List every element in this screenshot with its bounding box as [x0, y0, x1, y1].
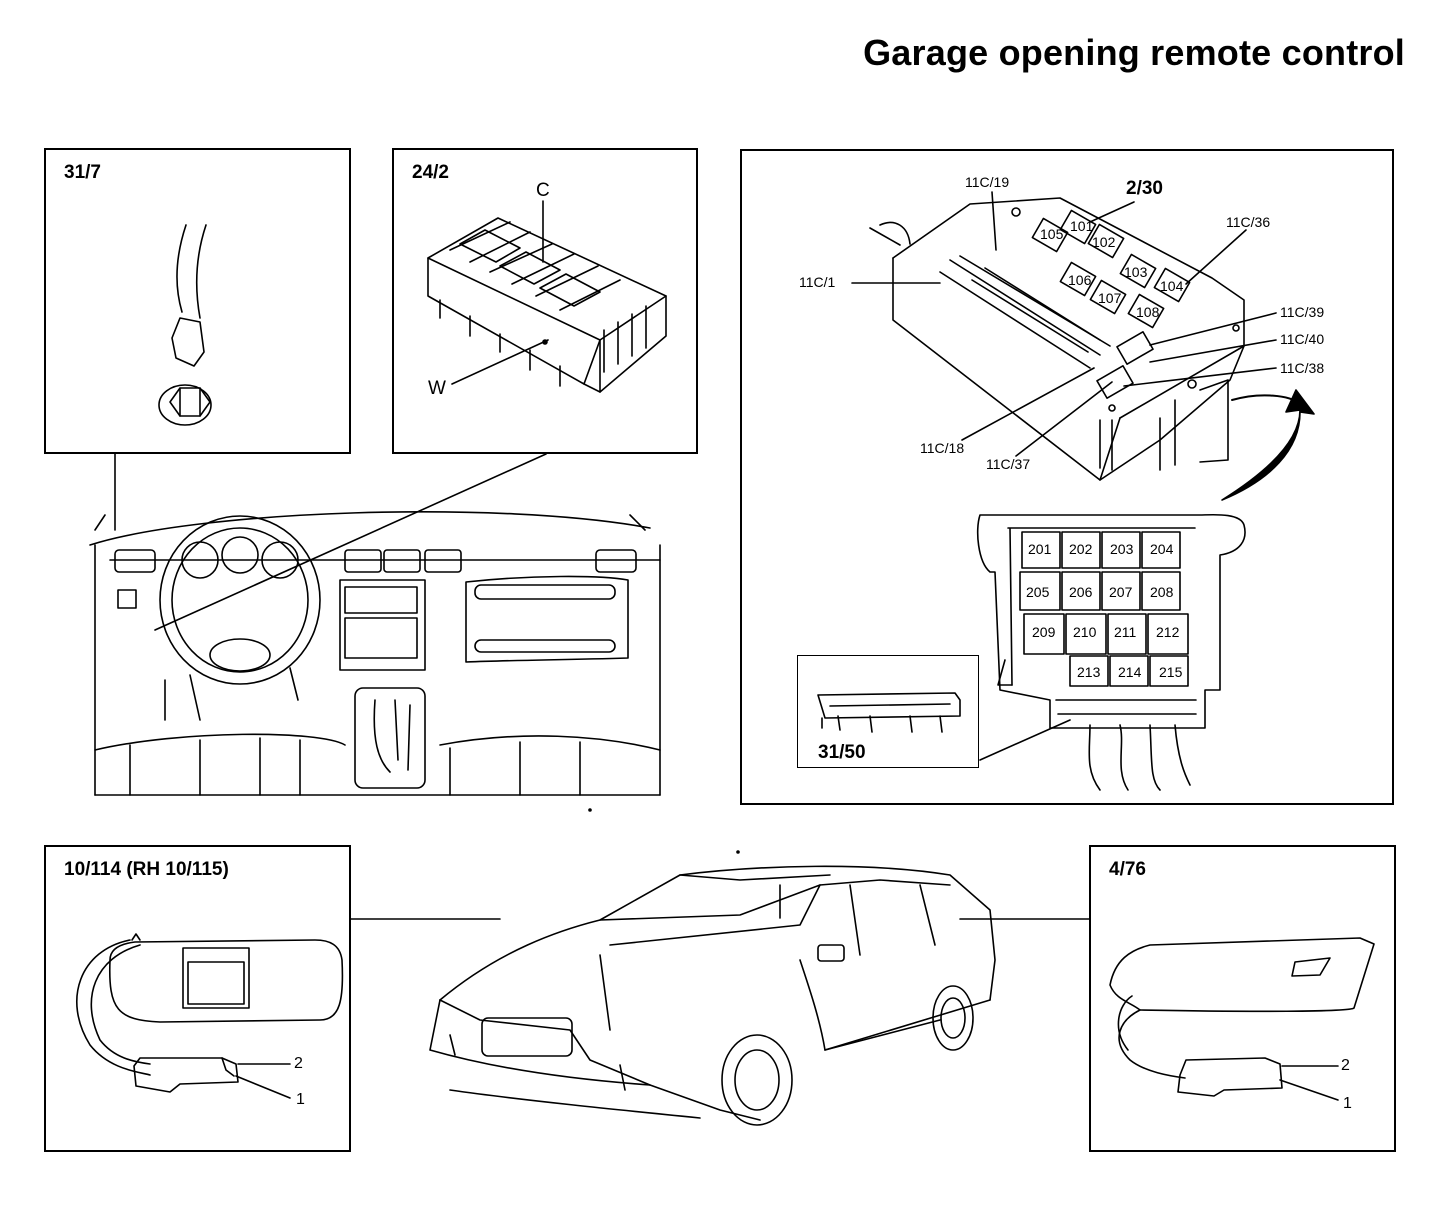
label-11c-1: 11C/1	[799, 274, 836, 290]
dashboard-drawing	[90, 512, 660, 795]
panel-24-2: 24/2 C W	[392, 148, 698, 454]
pin-2-label: 2	[1341, 1057, 1350, 1074]
relay-107: 107	[1098, 290, 1122, 306]
fuse-208: 208	[1150, 584, 1174, 600]
connector-31-50-drawing	[818, 693, 960, 732]
mirror-lid-drawing	[1110, 938, 1374, 1100]
label-11c-37: 11C/37	[986, 456, 1031, 472]
label-11c-39: 11C/39	[1280, 304, 1325, 320]
pin-2-label: 2	[294, 1055, 303, 1072]
panel-label: 4/76	[1109, 859, 1146, 880]
connector-block-drawing	[428, 201, 666, 392]
inset-label: 31/50	[818, 742, 866, 763]
panel-sun-visor: 10/114 (RH 10/115) 2 1	[44, 845, 351, 1152]
relay-101: 101	[1070, 218, 1094, 234]
label-2-30: 2/30	[1126, 178, 1163, 199]
fuse-215: 215	[1159, 664, 1183, 680]
inset-31-50: 31/50	[797, 655, 979, 768]
fuse-202: 202	[1069, 541, 1093, 557]
panel-label: 10/114 (RH 10/115)	[64, 859, 229, 880]
fuse-210: 210	[1073, 624, 1097, 640]
sun-visor-drawing	[77, 934, 343, 1098]
label-11c-36: 11C/36	[1226, 214, 1271, 230]
relay-105: 105	[1040, 226, 1064, 242]
fuse-box-drawing	[978, 515, 1245, 790]
fuse-207: 207	[1109, 584, 1133, 600]
label-11c-38: 11C/38	[1280, 360, 1325, 376]
relay-box-drawing	[852, 192, 1314, 500]
car-drawing	[430, 866, 995, 1125]
fuse-201: 201	[1028, 541, 1052, 557]
fuse-212: 212	[1156, 624, 1180, 640]
panel-4-76: 4/76 2 1	[1089, 845, 1396, 1152]
relay-104: 104	[1160, 278, 1184, 294]
fuse-204: 204	[1150, 541, 1174, 557]
label-11c-18: 11C/18	[920, 440, 965, 456]
page-title: Garage opening remote control	[863, 32, 1405, 73]
relay-102: 102	[1092, 234, 1116, 250]
label-11c-19: 11C/19	[965, 174, 1010, 190]
fuse-206: 206	[1069, 584, 1093, 600]
fuse-203: 203	[1110, 541, 1134, 557]
fuse-205: 205	[1026, 584, 1050, 600]
fuse-214: 214	[1118, 664, 1142, 680]
relay-103: 103	[1124, 264, 1148, 280]
relay-108: 108	[1136, 304, 1160, 320]
callout-c: C	[536, 180, 550, 201]
callout-w: W	[428, 378, 446, 399]
panel-label: 31/7	[64, 162, 101, 183]
relay-106: 106	[1068, 272, 1092, 288]
fuse-213: 213	[1077, 664, 1101, 680]
pin-1-label: 1	[1343, 1095, 1352, 1112]
ground-bolt-drawing	[159, 225, 211, 425]
label-11c-40: 11C/40	[1280, 331, 1325, 347]
fuse-209: 209	[1032, 624, 1056, 640]
fuse-211: 211	[1114, 624, 1137, 640]
pin-1-label: 1	[296, 1091, 305, 1108]
panel-label: 24/2	[412, 162, 449, 183]
